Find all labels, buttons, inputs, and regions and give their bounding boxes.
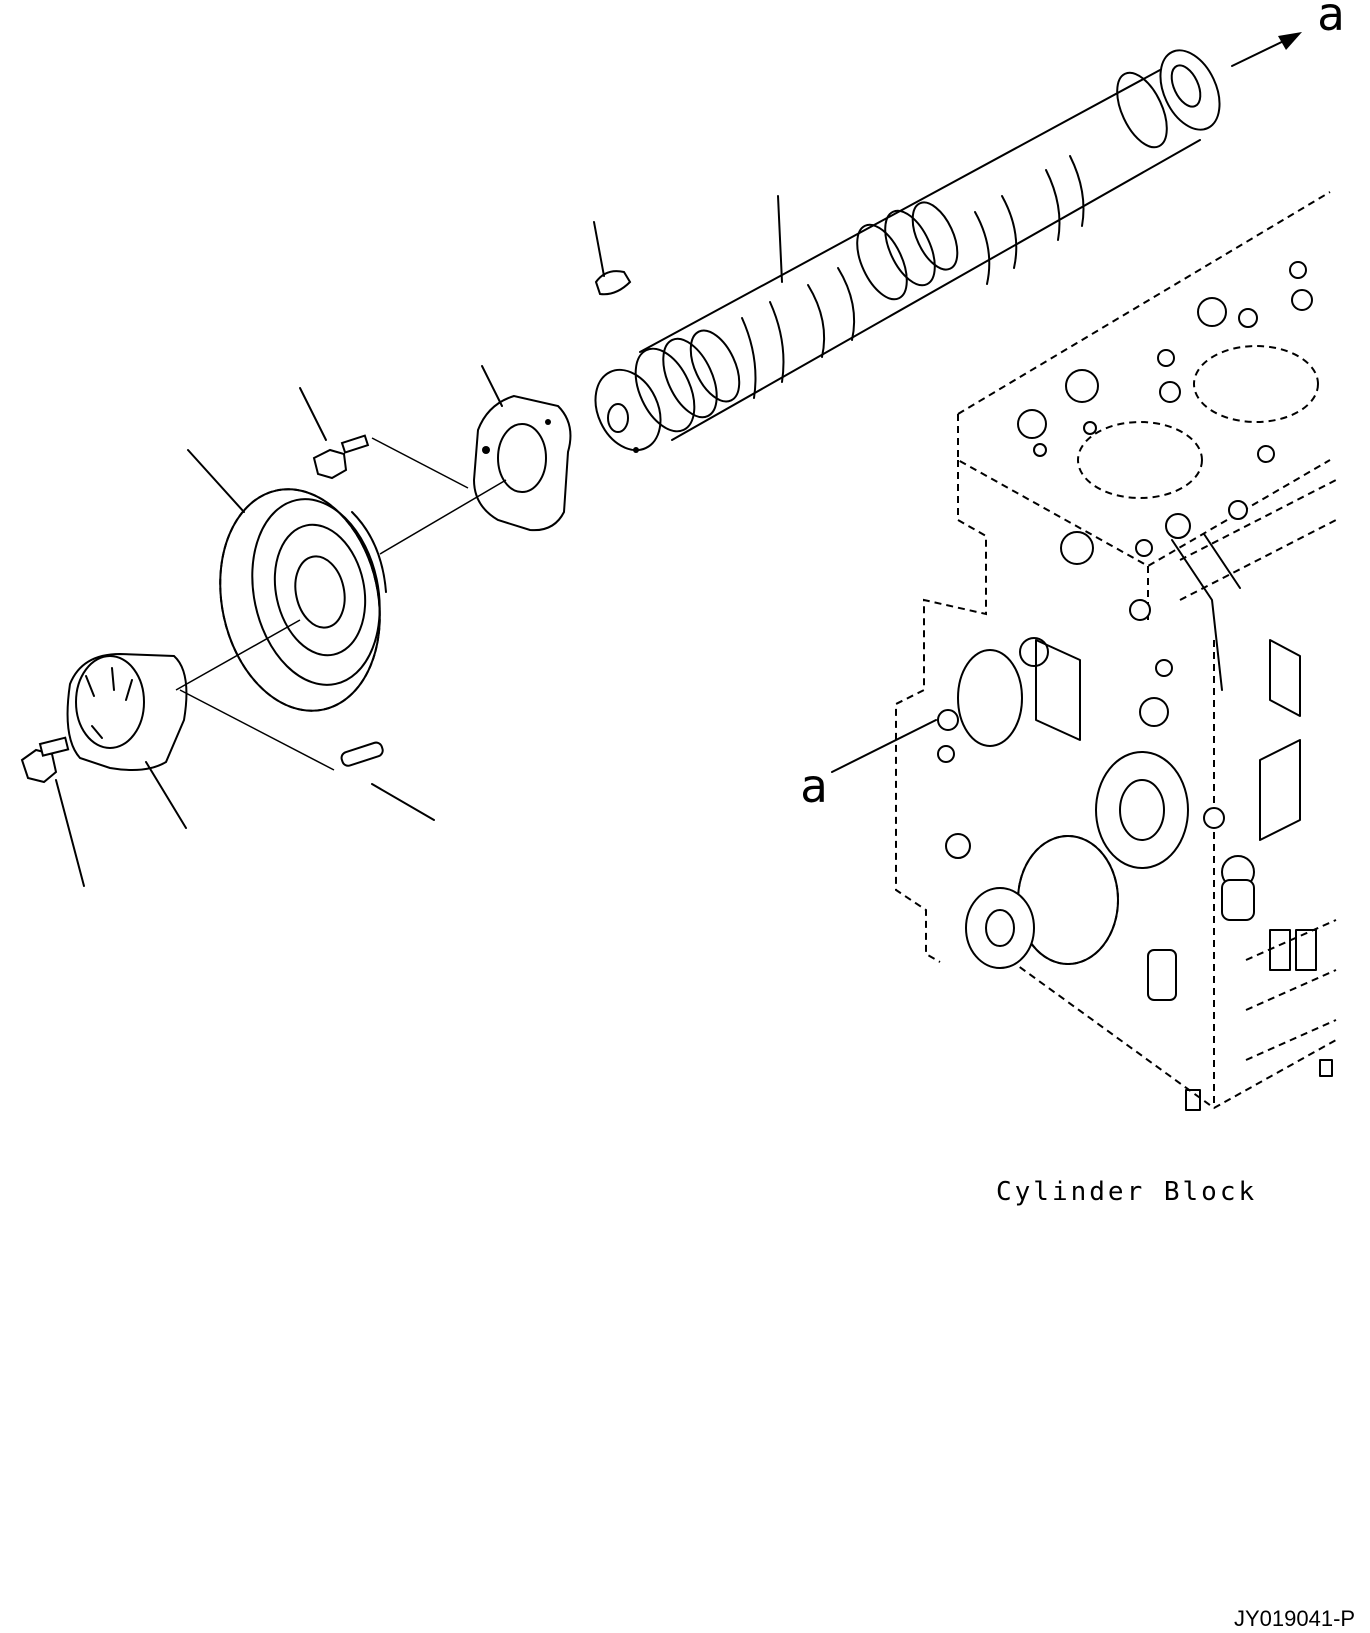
gear-bolt[interactable] (20, 736, 85, 887)
reference-label-top: a (1317, 0, 1345, 41)
camshaft[interactable] (583, 41, 1231, 461)
drawing-code: JY019041-P (1234, 1606, 1355, 1631)
reference-arrow-top: a (1231, 0, 1345, 67)
pulser-ring[interactable] (66, 619, 335, 829)
woodruff-key[interactable] (593, 221, 632, 296)
dowel-pin[interactable] (340, 741, 435, 821)
reference-label-block: a (800, 759, 828, 813)
thrust-plate[interactable] (472, 365, 572, 532)
plate-bolt[interactable] (299, 387, 469, 489)
cylinder-block-caption: Cylinder Block (996, 1177, 1257, 1207)
cylinder-block[interactable]: a (800, 191, 1337, 1111)
cam-gear[interactable] (187, 449, 507, 726)
